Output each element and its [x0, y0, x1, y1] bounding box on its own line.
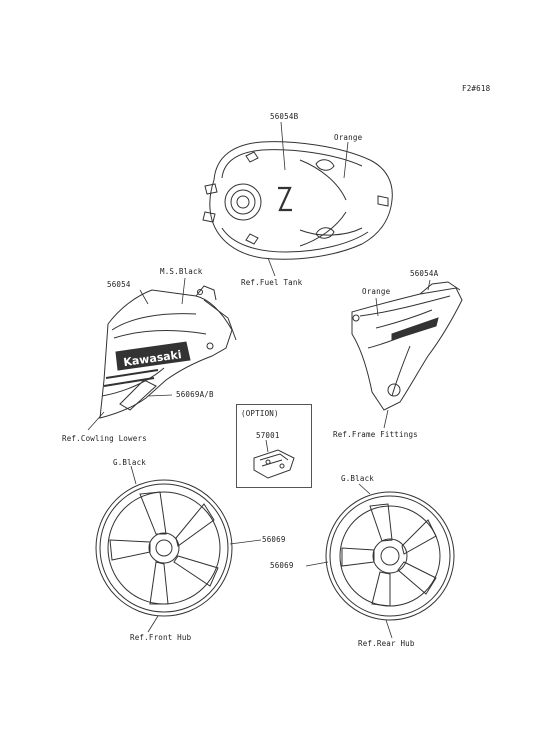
label-56054b: 56054B	[270, 112, 299, 121]
label-ref-cowling-lowers: Ref.Cowling Lowers	[62, 434, 147, 443]
label-56054: 56054	[107, 280, 131, 289]
leader-lines	[87, 121, 431, 639]
label-option: (OPTION)	[241, 409, 279, 418]
label-tank-orange: Orange	[334, 133, 363, 142]
rear-wheel	[325, 491, 455, 621]
label-ref-frame-fittings: Ref.Frame Fittings	[333, 430, 418, 439]
front-wheel	[95, 479, 233, 617]
label-57001: 57001	[256, 431, 280, 440]
label-ref-rear-hub: Ref.Rear Hub	[358, 639, 415, 648]
left-cowling	[99, 285, 237, 419]
label-ref-front-hub: Ref.Front Hub	[130, 633, 192, 642]
option-box	[236, 404, 312, 488]
diagram-code: F2#618	[462, 84, 491, 93]
label-rear-g-black: G.Black	[341, 474, 375, 483]
label-frame-orange: Orange	[362, 287, 391, 296]
label-rear-56069: 56069	[270, 561, 294, 570]
label-56054a: 56054A	[410, 269, 439, 278]
label-front-g-black: G.Black	[113, 458, 147, 467]
label-ms-black: M.S.Black	[160, 267, 203, 276]
right-cowling	[351, 281, 463, 411]
fuel-tank	[202, 141, 393, 260]
label-56069ab: 56069A/B	[176, 390, 214, 399]
option-part-57001	[253, 449, 295, 479]
label-ref-fuel-tank: Ref.Fuel Tank	[241, 278, 303, 287]
label-front-56069: 56069	[262, 535, 286, 544]
